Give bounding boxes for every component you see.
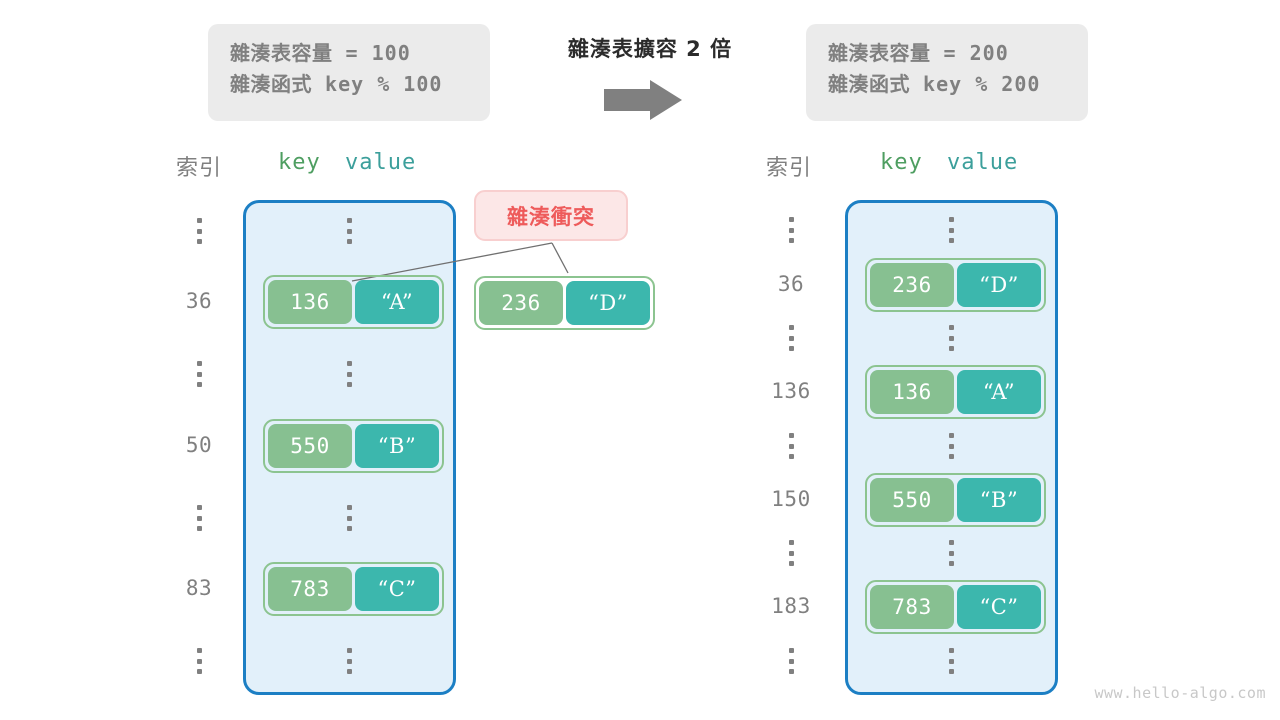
- left-header-key: key: [278, 150, 321, 175]
- hash-collision-label: 雜湊衝突: [507, 204, 595, 229]
- left-capacity-label: 雜湊表容量: [230, 41, 333, 65]
- right-hash-table-info-box: 雜湊表容量 = 200 雜湊函式 key % 200: [806, 24, 1088, 121]
- left-index-50: 50: [185, 433, 213, 457]
- collision-entry-value: “D”: [566, 281, 650, 325]
- left-row-ellipsis-slot-4: [346, 505, 352, 531]
- right-entry-36[interactable]: 236“D”: [865, 258, 1046, 312]
- right-entry-183-value: “C”: [957, 585, 1041, 629]
- right-index-150: 150: [771, 487, 811, 511]
- left-capacity-value: 100: [371, 41, 411, 65]
- left-row-ellipsis-index-0: [196, 218, 202, 244]
- right-entry-36-value: “D”: [957, 263, 1041, 307]
- left-function-line: 雜湊函式 key % 100: [230, 69, 468, 100]
- right-function-line: 雜湊函式 key % 200: [828, 69, 1066, 100]
- right-index-136: 136: [771, 379, 811, 403]
- left-row-ellipsis-index-4: [196, 505, 202, 531]
- right-function-label: 雜湊函式: [828, 72, 910, 96]
- right-row-ellipsis-index-6: [788, 540, 794, 566]
- right-row-ellipsis-slot-8: [948, 648, 954, 674]
- right-row-ellipsis-slot-6: [948, 540, 954, 566]
- left-capacity-line: 雜湊表容量 = 100: [230, 38, 468, 69]
- right-index-36: 36: [777, 272, 805, 296]
- right-entry-150-value: “B”: [957, 478, 1041, 522]
- right-header-index: 索引: [765, 156, 812, 181]
- right-capacity-value: 200: [969, 41, 1009, 65]
- left-entry-36-value: “A”: [355, 280, 439, 324]
- left-entry-83[interactable]: 783“C”: [263, 562, 444, 616]
- left-entry-36[interactable]: 136“A”: [263, 275, 444, 329]
- right-capacity-label: 雜湊表容量: [828, 41, 931, 65]
- right-header-value: value: [947, 150, 1019, 175]
- right-row-ellipsis-index-8: [788, 648, 794, 674]
- left-function-expr: key % 100: [312, 72, 443, 96]
- right-entry-150-key: 550: [870, 478, 954, 522]
- left-row-ellipsis-slot-2: [346, 361, 352, 387]
- left-hash-table-info-box: 雜湊表容量 = 100 雜湊函式 key % 100: [208, 24, 490, 121]
- left-function-label: 雜湊函式: [230, 72, 312, 96]
- hash-collision-badge: 雜湊衝突: [474, 190, 628, 241]
- right-entry-136-key: 136: [870, 370, 954, 414]
- right-row-ellipsis-index-0: [788, 217, 794, 243]
- right-header-key: key: [880, 150, 923, 175]
- left-entry-50[interactable]: 550“B”: [263, 419, 444, 473]
- left-header-value: value: [345, 150, 417, 175]
- left-index-36: 36: [185, 289, 213, 313]
- right-capacity-eq: =: [930, 41, 970, 65]
- left-header-index: 索引: [175, 156, 222, 181]
- left-entry-36-key: 136: [268, 280, 352, 324]
- right-function-expr: key % 200: [910, 72, 1041, 96]
- expand-arrow-icon: [600, 78, 686, 122]
- right-entry-36-key: 236: [870, 263, 954, 307]
- right-entry-136-value: “A”: [957, 370, 1041, 414]
- left-capacity-eq: =: [332, 41, 372, 65]
- watermark: www.hello-algo.com: [1094, 684, 1266, 702]
- left-entry-50-key: 550: [268, 424, 352, 468]
- right-entry-183[interactable]: 783“C”: [865, 580, 1046, 634]
- left-row-ellipsis-index-2: [196, 361, 202, 387]
- right-row-ellipsis-index-2: [788, 325, 794, 351]
- right-row-ellipsis-slot-0: [948, 217, 954, 243]
- left-row-ellipsis-index-6: [196, 648, 202, 674]
- left-row-ellipsis-slot-6: [346, 648, 352, 674]
- right-entry-150[interactable]: 550“B”: [865, 473, 1046, 527]
- right-entry-136[interactable]: 136“A”: [865, 365, 1046, 419]
- right-capacity-line: 雜湊表容量 = 200: [828, 38, 1066, 69]
- right-index-183: 183: [771, 594, 811, 618]
- left-index-83: 83: [185, 576, 213, 600]
- transition-title: 雜湊表擴容 2 倍: [567, 37, 733, 61]
- right-row-ellipsis-index-4: [788, 433, 794, 459]
- right-row-ellipsis-slot-4: [948, 433, 954, 459]
- left-row-ellipsis-slot-0: [346, 218, 352, 244]
- left-entry-83-key: 783: [268, 567, 352, 611]
- left-entry-50-value: “B”: [355, 424, 439, 468]
- right-row-ellipsis-slot-2: [948, 325, 954, 351]
- right-entry-183-key: 783: [870, 585, 954, 629]
- left-entry-83-value: “C”: [355, 567, 439, 611]
- collision-entry[interactable]: 236“D”: [474, 276, 655, 330]
- collision-entry-key: 236: [479, 281, 563, 325]
